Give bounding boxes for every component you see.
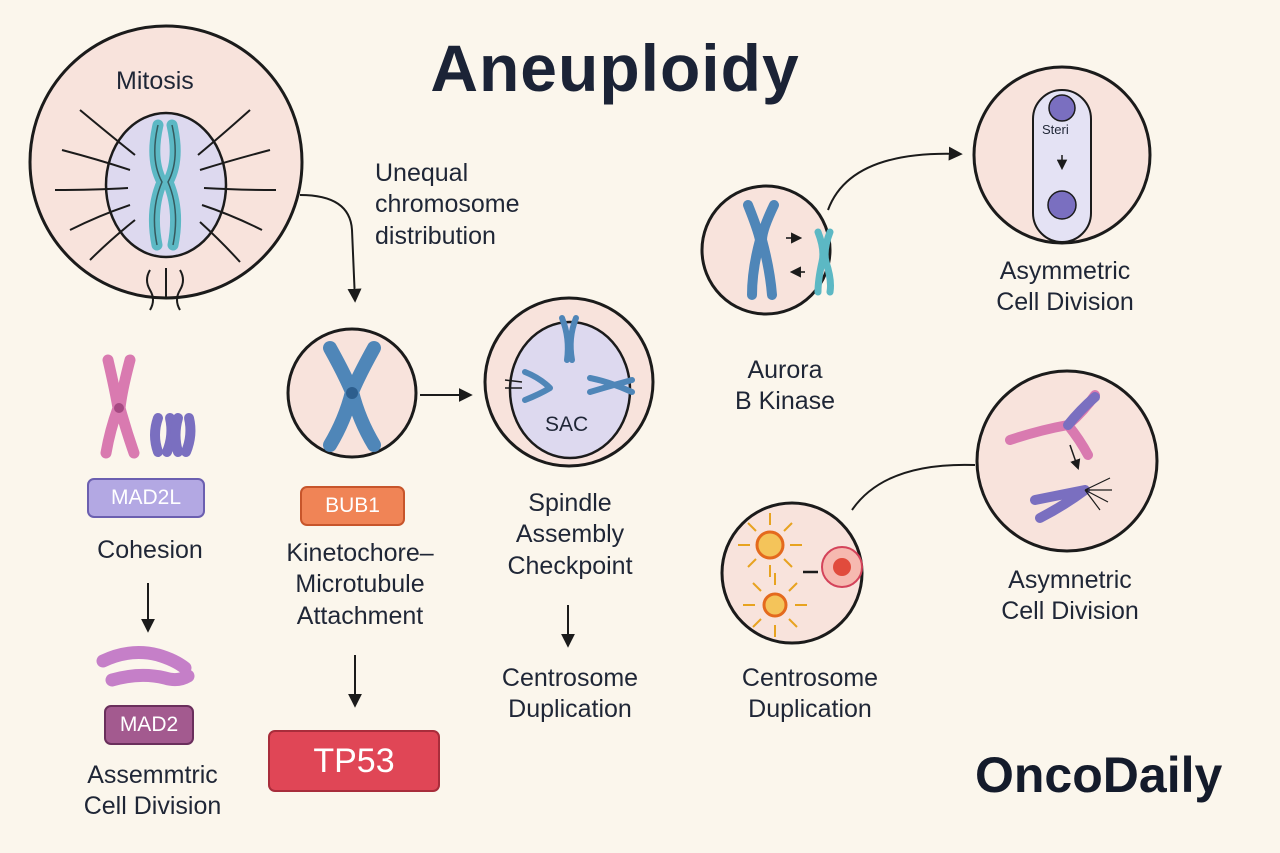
spindle-line-3: Checkpoint [507, 551, 633, 580]
kinetochore-cell [286, 327, 418, 459]
asym-top-line-1: Asymmetric [999, 257, 1131, 285]
brand-logo: OncoDaily [975, 747, 1223, 803]
assem-line-2: Cell Division [83, 792, 222, 821]
sac-cell [483, 296, 655, 468]
unequal-distribution-label: Unequal chromosome distribution [375, 158, 520, 252]
assem-line-1: Assemmtric [87, 761, 218, 789]
asymmetric-cell-bottom [975, 369, 1159, 553]
aurora-cell [700, 184, 834, 316]
kineto-line-1: Kinetochore– [286, 539, 434, 567]
asym-top-line-2: Cell Division [996, 288, 1134, 317]
aurora-line-1: Aurora [747, 356, 823, 384]
assemmtric-division-label: Assemmtric Cell Division [50, 760, 255, 823]
steri-label: Steri [1042, 122, 1069, 137]
centro-right-line-1: Centrosome [741, 664, 879, 692]
sac-label: SAC [545, 413, 589, 436]
centro-mid-line-2: Duplication [508, 695, 632, 724]
tp53-badge: TP53 [268, 730, 440, 792]
unequal-line-1: Unequal [375, 159, 469, 187]
centro-mid-line-1: Centrosome [501, 664, 639, 692]
centrosome-cell [720, 501, 864, 645]
arrow-mitosis-to-kinetochore [299, 194, 362, 303]
chromosome-small-icon [504, 315, 635, 403]
mad2-badge: MAD2 [104, 705, 194, 745]
arrow-aurora-to-asymmetric [827, 146, 963, 211]
kineto-line-3: Attachment [296, 601, 424, 630]
spindle-line-1: Spindle [528, 489, 612, 517]
asymmetric-division-bottom-label: Asymnetric Cell Division [965, 565, 1175, 628]
unequal-line-2: chromosome [375, 190, 520, 219]
page-title: Aneuploidy [430, 31, 800, 105]
unequal-line-3: distribution [375, 221, 496, 250]
aurora-line-2: B Kinase [734, 387, 836, 416]
kinetochore-label: Kinetochore– Microtubule Attachment [260, 538, 460, 632]
asymmetric-division-top-label: Asymmetric Cell Division [960, 256, 1170, 319]
aurora-b-kinase-label: Aurora B Kinase [720, 355, 850, 418]
cohesion-chromosomes-icon [100, 354, 196, 459]
asym-bottom-line-2: Cell Division [1001, 597, 1139, 626]
chromosome-icon [148, 119, 182, 251]
connector-centrosome-asymmetric [851, 463, 976, 511]
mad2l-badge: MAD2L [87, 478, 205, 518]
centro-right-line-2: Duplication [748, 695, 872, 724]
mitosis-cell [28, 24, 304, 311]
chromosome-x-icon [323, 341, 381, 452]
cohesion-label: Cohesion [97, 536, 203, 564]
spindle-fibers-icon [54, 109, 277, 311]
spindle-line-2: Assembly [515, 520, 625, 549]
centrosome-duplication-right-label: Centrosome Duplication [710, 663, 910, 726]
mad2-chromosome-icon [96, 646, 195, 687]
kineto-line-2: Microtubule [295, 570, 425, 599]
mitosis-label: Mitosis [116, 67, 194, 95]
asym-bottom-line-1: Asymnetric [1008, 566, 1132, 594]
spindle-checkpoint-label: Spindle Assembly Checkpoint [470, 488, 670, 582]
asymmetric-cell-top [972, 65, 1152, 245]
bub1-badge: BUB1 [300, 486, 405, 526]
centrosome-duplication-mid-label: Centrosome Duplication [470, 663, 670, 726]
